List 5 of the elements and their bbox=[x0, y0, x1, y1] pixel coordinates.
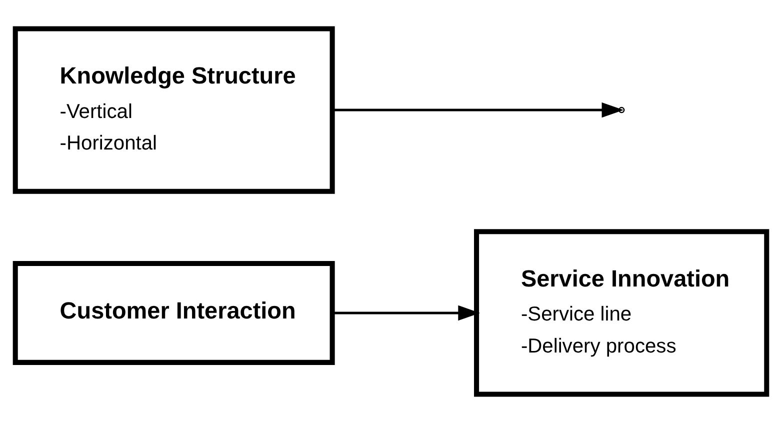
node-box: Service Innovation -Service line -Delivery process bbox=[474, 229, 770, 397]
arrow bbox=[332, 102, 624, 118]
node-box: Knowledge Structure -Vertical -Horizontal bbox=[12, 26, 335, 194]
node-box: Customer Interaction bbox=[12, 260, 335, 365]
arrow bbox=[332, 305, 480, 321]
